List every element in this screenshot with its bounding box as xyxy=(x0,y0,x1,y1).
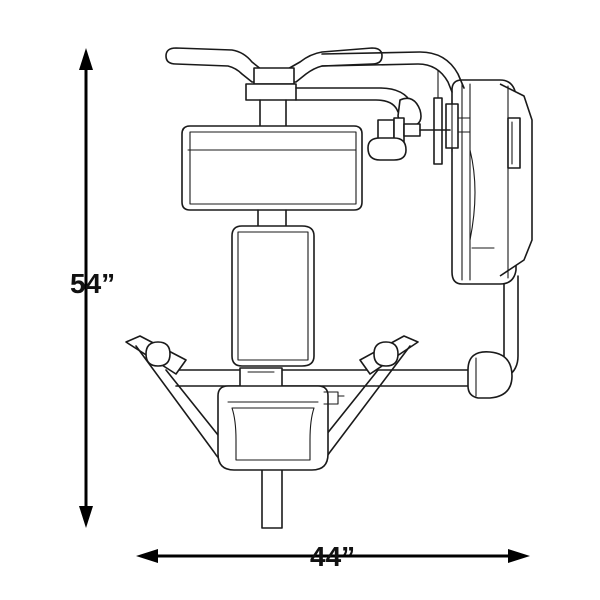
width-dimension-arrow xyxy=(136,549,530,563)
height-dimension-label: 54” xyxy=(70,268,116,299)
cross-bar xyxy=(175,351,513,399)
seat-pad xyxy=(231,225,315,367)
upper-linkage xyxy=(245,83,451,161)
top-handle-bar xyxy=(165,47,465,93)
width-dimension-label: 44” xyxy=(310,541,356,572)
weight-stack xyxy=(451,79,533,285)
center-spine xyxy=(257,209,287,529)
back-pad xyxy=(181,125,363,211)
height-dimension-arrow xyxy=(79,48,93,528)
foot-platform xyxy=(217,367,345,471)
pulley-assembly xyxy=(433,69,471,165)
